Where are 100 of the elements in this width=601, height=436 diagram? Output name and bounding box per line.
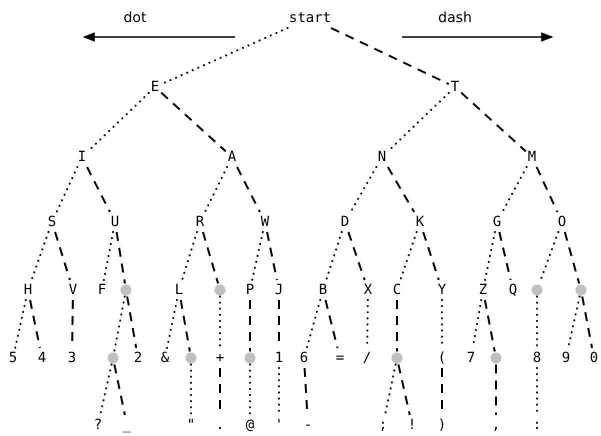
character-label: 8 — [532, 350, 542, 366]
dash-branch-line — [564, 232, 580, 284]
dot-branch-line — [325, 231, 343, 281]
dot-branch-line — [350, 166, 378, 213]
empty-node-circle — [490, 352, 502, 364]
dash-branch-line — [347, 232, 366, 280]
character-label: W — [260, 214, 270, 230]
dash-branch-line — [126, 296, 138, 348]
dash-branch-line — [386, 166, 416, 212]
character-label: / — [362, 350, 372, 366]
character-label: 4 — [38, 350, 46, 366]
character-label: ? — [94, 417, 102, 433]
character-label: R — [196, 214, 204, 230]
direction-label: dash — [438, 10, 472, 26]
dash-branch-line — [180, 300, 191, 352]
character-label: Z — [478, 282, 488, 298]
character-label: P — [246, 282, 254, 298]
character-label: C — [392, 282, 402, 298]
character-label: - — [304, 417, 312, 433]
character-label: Y — [438, 282, 446, 298]
empty-node-circle — [214, 284, 226, 296]
dot-branch-line — [249, 364, 251, 416]
empty-node-circle — [244, 352, 256, 364]
character-label: E — [150, 79, 160, 95]
dot-branch-line — [30, 231, 50, 281]
character-label: M — [528, 149, 536, 165]
character-label: 0 — [590, 350, 598, 366]
character-label: ( — [438, 350, 446, 366]
empty-node-circle — [186, 352, 196, 364]
character-label: " — [186, 417, 196, 433]
dash-branch-line — [249, 300, 251, 352]
character-label: F — [98, 282, 106, 298]
character-label: V — [68, 282, 78, 298]
dash-branch-line — [397, 364, 411, 416]
dash-branch-line — [460, 92, 526, 152]
character-label: K — [416, 214, 424, 230]
dot-branch-line — [14, 299, 27, 349]
dot-branch-line — [219, 296, 221, 349]
dash-branch-line — [160, 92, 226, 152]
character-label: 1 — [274, 350, 284, 366]
dot-branch-line — [99, 364, 113, 416]
dash-branch-line — [236, 166, 261, 212]
character-label: ! — [408, 417, 416, 433]
dash-branch-line — [581, 296, 594, 348]
character-label: 9 — [562, 350, 570, 366]
dash-branch-line — [86, 166, 111, 212]
character-label: + — [216, 350, 224, 366]
dash-branch-line — [498, 232, 512, 280]
character-label: L — [174, 282, 184, 298]
character-label: = — [336, 350, 344, 366]
empty-node-circle — [532, 284, 542, 296]
character-label: T — [450, 79, 460, 95]
dash-branch-line — [422, 232, 440, 280]
character-label: J — [274, 282, 284, 298]
dot-branch-line — [484, 231, 496, 281]
dot-branch-line — [501, 166, 528, 213]
character-label: X — [364, 282, 372, 298]
dot-branch-line — [181, 231, 198, 281]
dash-branch-line — [536, 166, 558, 212]
dash-branch-line — [113, 364, 126, 416]
character-label: & — [160, 350, 170, 366]
dash-branch-line — [266, 232, 278, 280]
direction-label: dot — [124, 10, 146, 26]
character-label: N — [378, 149, 386, 165]
character-label: ' — [274, 417, 284, 433]
dot-branch-line — [113, 296, 126, 352]
character-label: ; — [378, 417, 388, 433]
dot-branch-line — [399, 231, 418, 281]
character-label: I — [78, 149, 86, 165]
character-label: B — [318, 282, 328, 298]
character-label: O — [558, 214, 566, 230]
character-label: 5 — [8, 350, 18, 366]
dot-branch-line — [56, 166, 78, 213]
dot-branch-line — [536, 296, 538, 349]
dot-branch-line — [166, 299, 178, 349]
character-label: H — [24, 282, 32, 298]
root-label: start — [288, 10, 332, 26]
character-label: 6 — [300, 350, 308, 366]
dash-branch-line — [54, 232, 71, 280]
dot-branch-line — [251, 231, 264, 281]
dash-branch-line — [29, 300, 41, 348]
character-label: @ — [246, 417, 254, 433]
character-label: , — [492, 417, 500, 433]
character-label: 7 — [466, 350, 476, 366]
dot-branch-line — [384, 364, 397, 416]
character-label: . — [216, 417, 224, 433]
character-label: Q — [508, 282, 518, 298]
dash-branch-line — [495, 364, 497, 415]
dash-branch-line — [330, 27, 450, 85]
dash-branch-line — [116, 232, 126, 284]
dot-branch-line — [204, 166, 228, 213]
character-label: _ — [122, 417, 132, 433]
empty-node-circle — [120, 284, 132, 296]
character-label: S — [48, 214, 56, 230]
character-label: D — [340, 214, 350, 230]
empty-node-circle — [392, 352, 402, 364]
dot-branch-line — [306, 299, 322, 349]
character-label: A — [228, 149, 236, 165]
character-label: 2 — [134, 350, 142, 366]
dot-branch-line — [102, 231, 114, 281]
